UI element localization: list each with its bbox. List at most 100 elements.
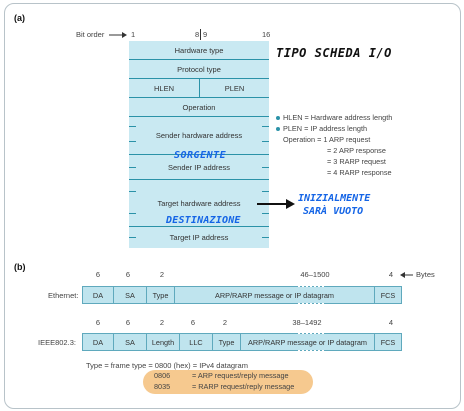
field-target-hw: Target hardware address [157, 198, 241, 208]
side-tick [262, 126, 269, 127]
eth-size-fcs: 4 [388, 270, 394, 279]
eth-size-sa: 6 [125, 270, 131, 279]
eth-field-data: ARP/RARP message or IP datagram [215, 290, 334, 300]
ieee-field-llc: LLC [189, 337, 203, 347]
side-tick [129, 237, 136, 238]
field-plen: PLEN [224, 83, 245, 93]
handwritten-destinazione: DESTINAZIONE [166, 215, 241, 226]
ethernet-frame: DA SA Type ARP/RARP message or IP datagr… [82, 285, 402, 305]
type-desc-0806: = ARP request/reply message [192, 371, 289, 380]
field-divider [129, 97, 269, 98]
field-divider [129, 59, 269, 60]
field-hlen: HLEN [153, 83, 174, 93]
part-a-label: (a) [14, 13, 25, 23]
part-b-label: (b) [14, 262, 26, 272]
note-plen: PLEN = IP address length [283, 124, 368, 133]
side-tick [262, 167, 269, 168]
frame-divider [374, 334, 375, 350]
field-hardware-type: Hardware type [174, 45, 224, 55]
side-tick [262, 237, 269, 238]
eth-field-sa: SA [125, 290, 135, 300]
frame-divider [174, 287, 175, 303]
bit-tick-9: 9 [203, 30, 208, 39]
type-codes-highlight [143, 370, 313, 394]
frame-break [298, 350, 324, 352]
ieee-label: IEEE802.3: [38, 338, 76, 347]
handwritten-sorgente: SORGENTE [174, 150, 227, 161]
side-tick [262, 213, 269, 214]
ieee-size-data: 38–1492 [292, 318, 322, 327]
ieee-frame: DA SA Length LLC Type ARP/RARP message o… [82, 332, 402, 352]
ieee-size-length: 2 [159, 318, 165, 327]
ieee-size-llc: 6 [190, 318, 196, 327]
bullet-icon [276, 127, 280, 131]
handwritten-inizialmente: INIZIALMENTE [298, 193, 371, 204]
side-tick [129, 191, 136, 192]
type-code-0806: 0806 [154, 371, 171, 380]
bit-order-label: Bit order [76, 30, 105, 39]
field-divider [129, 78, 269, 79]
side-tick [129, 126, 136, 127]
annotation-arrow-icon [257, 199, 295, 209]
field-divider [129, 116, 269, 117]
type-desc-8035: = RARP request/reply message [192, 382, 295, 391]
bytes-arrow-icon [400, 272, 413, 278]
field-sender-ip: Sender IP address [168, 162, 230, 172]
note-op-4: = 4 RARP response [327, 168, 392, 177]
frame-divider [179, 334, 180, 350]
eth-field-da: DA [92, 290, 104, 300]
type-code-8035: 8035 [154, 382, 171, 391]
bit-tick-16: 16 [262, 30, 271, 39]
note-op-3: = 3 RARP request [327, 157, 386, 166]
bit-tick-separator [200, 29, 201, 40]
frame-divider [212, 334, 213, 350]
side-tick [129, 167, 136, 168]
field-divider [129, 154, 269, 155]
bit-order-arrow-icon [109, 32, 127, 38]
eth-field-fcs: FCS [380, 290, 396, 300]
frame-break [298, 332, 324, 334]
type-definition: Type = frame type = 0800 (hex) = IPv4 da… [86, 361, 248, 370]
bytes-label: Bytes [416, 270, 435, 279]
frame-divider [374, 287, 375, 303]
side-tick [129, 213, 136, 214]
frame-divider [146, 334, 147, 350]
frame-break [298, 303, 324, 305]
note-op-2: = 2 ARP response [327, 146, 386, 155]
frame-divider [113, 287, 114, 303]
bit-tick-1: 1 [131, 30, 136, 39]
ieee-field-type: Type [218, 337, 235, 347]
field-operation: Operation [182, 102, 216, 112]
frame-divider [240, 334, 241, 350]
field-sender-hw: Sender hardware address [155, 130, 243, 140]
handwritten-tipo-scheda: TIPO SCHEDA I/O [276, 46, 392, 60]
field-divider [199, 79, 200, 97]
eth-field-type: Type [152, 290, 169, 300]
side-tick [262, 141, 269, 142]
field-divider [129, 179, 269, 180]
ieee-size-fcs: 4 [388, 318, 394, 327]
side-tick [262, 191, 269, 192]
note-operation: Operation = 1 ARP request [283, 135, 371, 144]
eth-size-data: 46–1500 [300, 270, 330, 279]
ieee-size-da: 6 [95, 318, 101, 327]
field-protocol-type: Protocol type [177, 64, 221, 74]
field-divider [129, 226, 269, 227]
note-hlen: HLEN = Hardware address length [283, 113, 393, 122]
frame-divider [113, 334, 114, 350]
frame-break [298, 285, 324, 287]
bullet-icon [276, 116, 280, 120]
ieee-field-da: DA [92, 337, 104, 347]
ethernet-label: Ethernet: [48, 291, 79, 300]
side-tick [129, 141, 136, 142]
ieee-size-sa: 6 [125, 318, 131, 327]
ieee-size-type: 2 [222, 318, 228, 327]
field-target-ip: Target IP address [169, 233, 229, 242]
eth-size-da: 6 [95, 270, 101, 279]
eth-size-type: 2 [159, 270, 165, 279]
bit-tick-8: 8 [195, 30, 200, 39]
ieee-field-length: Length [151, 337, 175, 347]
handwritten-sara-vuoto: SARÀ VUOTO [303, 206, 364, 217]
arp-packet-block: Hardware type Protocol type HLEN PLEN Op… [129, 41, 269, 248]
ieee-field-sa: SA [125, 337, 135, 347]
